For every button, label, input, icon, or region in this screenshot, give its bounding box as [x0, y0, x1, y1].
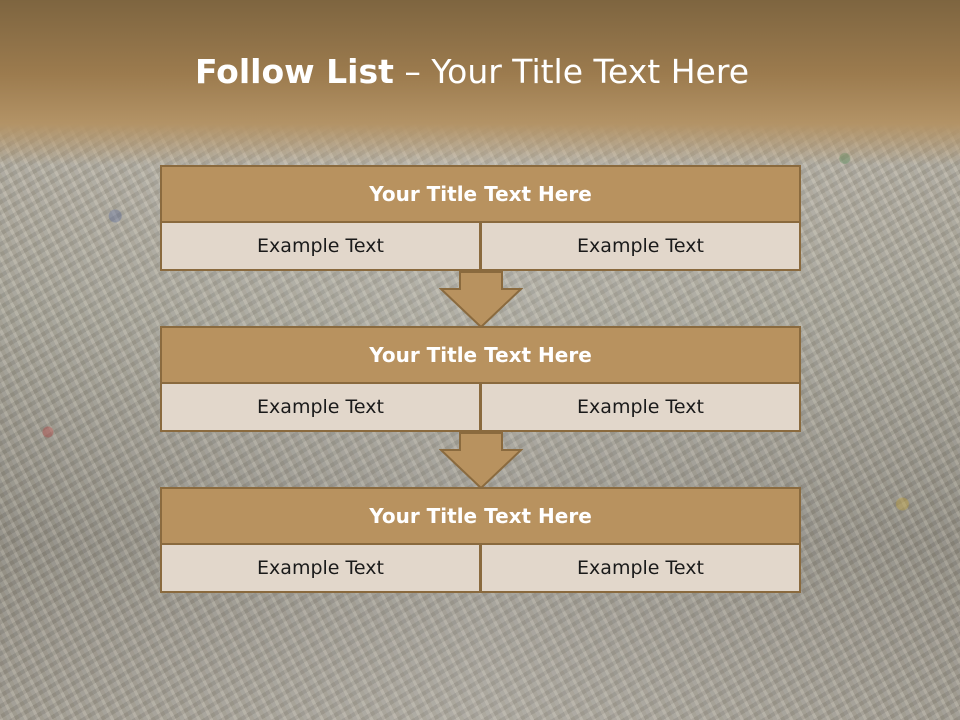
step-block-3: Your Title Text Here Example Text Exampl… [160, 487, 801, 593]
step-block-2: Your Title Text Here Example Text Exampl… [160, 326, 801, 432]
header-band [0, 0, 960, 165]
down-arrow-icon [439, 432, 523, 490]
step-row-2: Example Text Example Text [160, 382, 801, 432]
slide-title: Follow List – Your Title Text Here [0, 52, 944, 91]
step-2-right-text: Example Text [480, 382, 801, 432]
slide-title-bold: Follow List [194, 52, 394, 91]
step-title-2: Your Title Text Here [160, 326, 801, 384]
step-title-1: Your Title Text Here [160, 165, 801, 223]
step-title-3: Your Title Text Here [160, 487, 801, 545]
step-block-1: Your Title Text Here Example Text Exampl… [160, 165, 801, 271]
step-row-3: Example Text Example Text [160, 543, 801, 593]
slide-title-rest: Your Title Text Here [431, 52, 750, 91]
step-1-right-text: Example Text [480, 221, 801, 271]
step-3-left-text: Example Text [160, 543, 481, 593]
slide-title-separator: – [393, 52, 432, 91]
step-3-right-text: Example Text [480, 543, 801, 593]
step-2-left-text: Example Text [160, 382, 481, 432]
step-1-left-text: Example Text [160, 221, 481, 271]
down-arrow-icon [439, 271, 523, 329]
step-row-1: Example Text Example Text [160, 221, 801, 271]
